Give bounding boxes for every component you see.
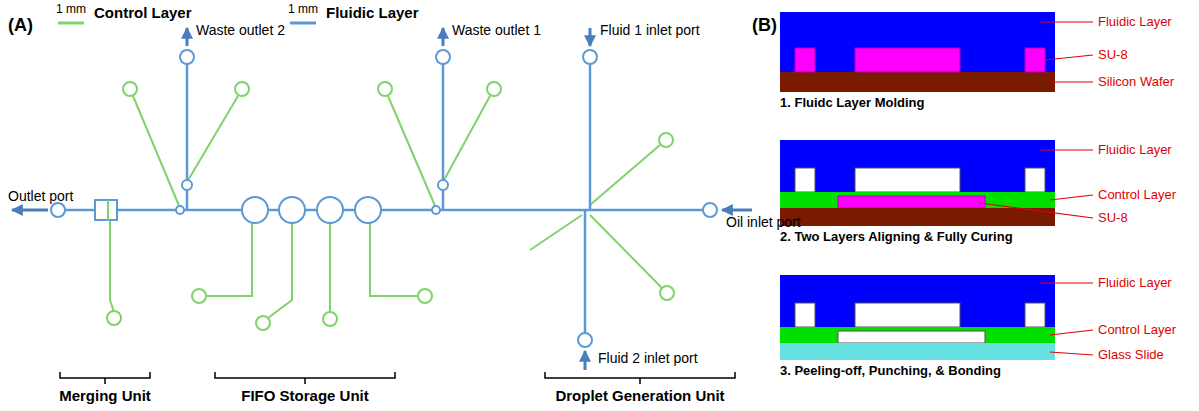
step-caption: 1. Fluidc Layer Molding — [780, 95, 924, 110]
cross-section-panel: 1. Fluidc Layer Molding — [780, 12, 1055, 92]
legend-swatch — [58, 20, 86, 26]
scale-label: 1 mm — [288, 2, 318, 16]
port-label: Waste outlet 1 — [452, 22, 541, 38]
legend-swatch — [290, 20, 318, 26]
fluidic-features — [51, 50, 717, 347]
layer-label: Glass Slide — [1098, 347, 1164, 363]
cross-section-3 — [780, 275, 1055, 360]
layer-label: SU-8 — [1098, 47, 1128, 63]
control-channels — [110, 96, 662, 318]
unit-label: Merging Unit — [59, 388, 151, 404]
panel-letter: (B) — [752, 15, 777, 35]
cross-section-panel: 3. Peeling-off, Punching, & Bonding — [780, 275, 1055, 360]
fluidic-channels — [65, 64, 703, 334]
layer-label: Fluidic Layer — [1098, 275, 1172, 291]
layer-label: Fluidic Layer — [1098, 14, 1172, 30]
port-label: Outlet port — [8, 188, 73, 204]
scale-label: 1 mm — [56, 2, 86, 16]
layer-label: Control Layer — [1098, 187, 1176, 203]
layer-label: Silicon Wafer — [1098, 74, 1174, 90]
cross-section-panel: 2. Two Layers Aligning & Fully Curing — [780, 140, 1055, 226]
step-caption: 3. Peeling-off, Punching, & Bonding — [780, 363, 1001, 378]
cross-section-2 — [780, 140, 1055, 226]
unit-brackets — [60, 372, 735, 384]
layer-label: Control Layer — [1098, 322, 1176, 338]
cross-section-1 — [780, 12, 1055, 92]
legend-text: Fluidic Layer — [326, 4, 419, 21]
port-label: Fluid 2 inlet port — [598, 350, 698, 366]
layer-label: SU-8 — [1098, 210, 1128, 226]
flow-arrows — [12, 28, 752, 370]
step-caption: 2. Two Layers Aligning & Fully Curing — [780, 229, 1013, 244]
layer-label: Fluidic Layer — [1098, 142, 1172, 158]
unit-label: FIFO Storage Unit — [241, 388, 369, 404]
leader-lines — [980, 22, 1093, 355]
port-label: Fluid 1 inlet port — [600, 22, 700, 38]
port-label: Waste outlet 2 — [196, 22, 285, 38]
port-label: Oil inlet port — [726, 214, 801, 230]
legend-text: Control Layer — [94, 4, 192, 21]
unit-label: Droplet Generation Unit — [555, 388, 724, 404]
panel-letter: (A) — [8, 15, 33, 35]
